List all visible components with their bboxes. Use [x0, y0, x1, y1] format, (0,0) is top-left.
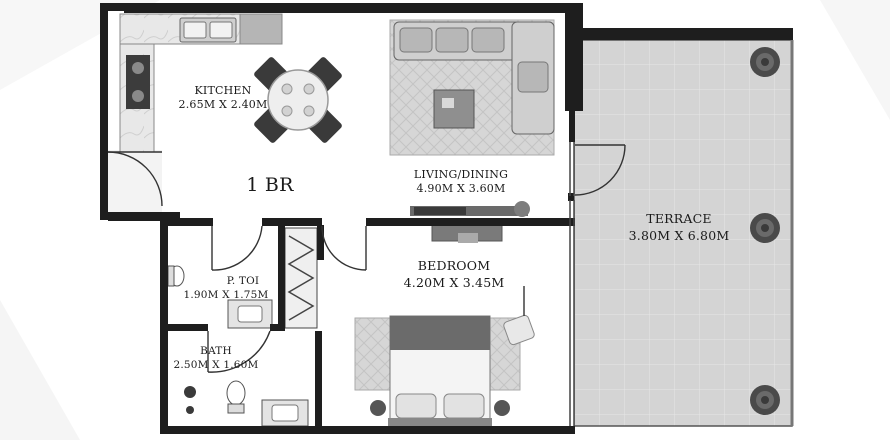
bath-label: BATH 2.50M X 1.60M [164, 344, 268, 372]
terrace-plant-top [750, 47, 780, 77]
powder-label: P. TOI 1.90M X 1.75M [178, 274, 274, 302]
living-size: 4.90M X 3.60M [416, 182, 506, 195]
walls [100, 3, 793, 434]
doors [107, 144, 626, 373]
living-name: LIVING/DINING [413, 168, 509, 181]
sofa [393, 21, 555, 135]
powder-name: P. TOI [226, 275, 260, 287]
unit-type-label: 1 BR [246, 174, 294, 196]
tv-console [410, 201, 530, 217]
bedroom-label: BEDROOM 4.20M X 3.45M [384, 257, 524, 291]
bedroom-name: BEDROOM [417, 258, 491, 273]
wardrobe [284, 227, 318, 329]
bath-toilet [226, 380, 246, 414]
bedroom-chair [503, 314, 535, 346]
powder-basin [227, 299, 273, 329]
terrace-plant-bottom [750, 385, 780, 415]
kitchen-size: 2.65M X 2.40M [178, 98, 268, 111]
living-label: LIVING/DINING 4.90M X 3.60M [396, 168, 526, 196]
terrace-name: TERRACE [646, 211, 712, 226]
powder-size: 1.90M X 1.75M [183, 289, 269, 301]
bath-vanity [261, 399, 309, 427]
bath-name: BATH [200, 345, 232, 357]
cooktop [126, 55, 150, 109]
bedroom-desk [431, 224, 503, 243]
kitchen-sink [179, 17, 237, 43]
coffee-table [433, 89, 475, 129]
kitchen-label: KITCHEN 2.65M X 2.40M [168, 84, 278, 112]
bath-shower [184, 386, 196, 414]
terrace-glazing [569, 142, 575, 426]
dining-table [254, 57, 342, 143]
terrace-size: 3.80M X 6.80M [628, 228, 730, 243]
powder-toilet [167, 265, 185, 287]
bed [354, 315, 521, 427]
kitchen-name: KITCHEN [194, 84, 252, 97]
terrace-plant-middle [750, 213, 780, 243]
bath-size: 2.50M X 1.60M [173, 359, 259, 371]
bedroom-size: 4.20M X 3.45M [403, 275, 505, 290]
terrace-label: TERRACE 3.80M X 6.80M [604, 210, 754, 244]
